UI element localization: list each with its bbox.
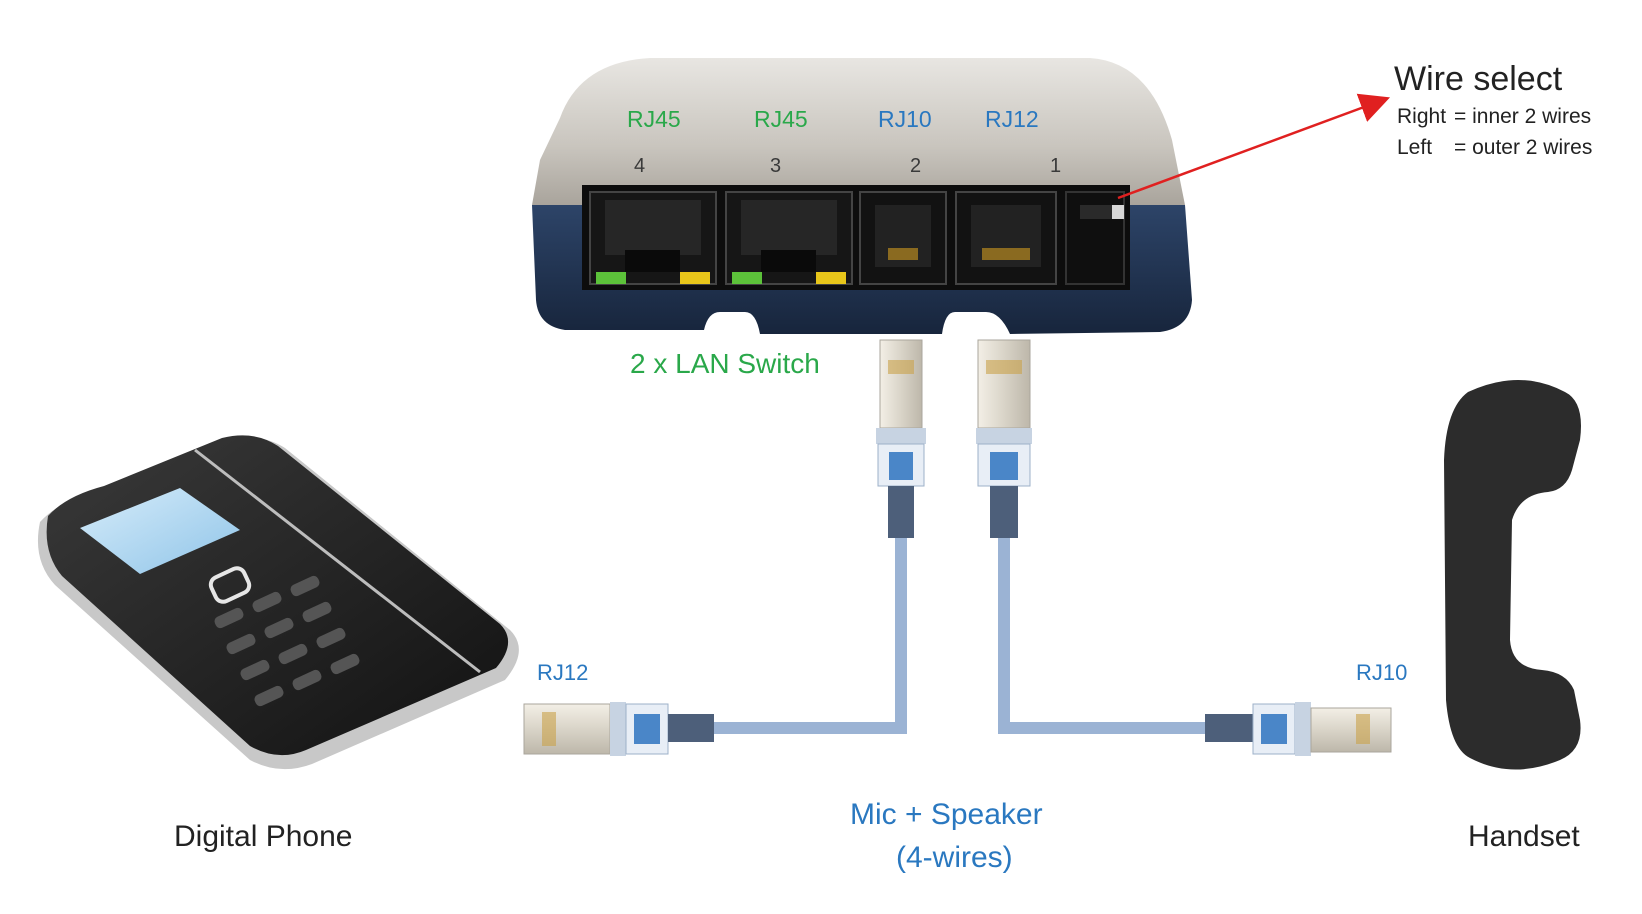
wire-select-right-value: = inner 2 wires (1454, 105, 1592, 128)
plug-rj12-vertical (976, 339, 1032, 538)
port-label-rj10: RJ10 (878, 106, 932, 132)
phone-nav-key (208, 566, 252, 604)
rj12-port-1 (955, 191, 1057, 285)
connector-label-rj10: RJ10 (1356, 660, 1408, 685)
cable-right (998, 538, 1205, 734)
lan-switch-label: 2 x LAN Switch (630, 348, 820, 379)
wire-select-left-value: = outer 2 wires (1454, 136, 1593, 159)
port-number-3: 3 (770, 155, 782, 177)
digital-phone-label: Digital Phone (174, 820, 353, 853)
cable-label-line2: (4-wires) (896, 841, 1013, 874)
cable-left (712, 538, 907, 734)
wire-select-arrow (1117, 93, 1391, 200)
plug-rj10-vertical (876, 339, 926, 538)
port-number-2: 2 (910, 155, 922, 177)
phone-keypad (214, 575, 360, 707)
port-number-4: 4 (634, 155, 646, 177)
rj45-port-3 (725, 191, 853, 285)
digital-phone-icon (37, 435, 519, 770)
rj10-port-2 (859, 191, 947, 285)
port-number-1: 1 (1050, 155, 1062, 177)
port-label-rj45-3: RJ45 (754, 106, 808, 132)
port-label-rj45-4: RJ45 (627, 106, 681, 132)
rj45-port-4 (589, 191, 717, 285)
wire-select-right-key: Right (1397, 105, 1447, 128)
handset-icon (1444, 380, 1581, 770)
device-top-shell (532, 58, 1185, 205)
switch-device (532, 58, 1192, 334)
cable-label-line1: Mic + Speaker (850, 798, 1043, 831)
wire-select-switch[interactable] (1065, 191, 1125, 285)
connector-label-rj12: RJ12 (537, 660, 589, 685)
port-label-rj12: RJ12 (985, 106, 1039, 132)
wire-select-title: Wire select (1394, 60, 1563, 98)
plug-rj10-horizontal (1205, 702, 1392, 756)
phone-screen (80, 488, 240, 574)
plug-rj12-horizontal (523, 702, 714, 756)
handset-label: Handset (1468, 820, 1580, 853)
wire-select-left-key: Left (1397, 136, 1433, 159)
